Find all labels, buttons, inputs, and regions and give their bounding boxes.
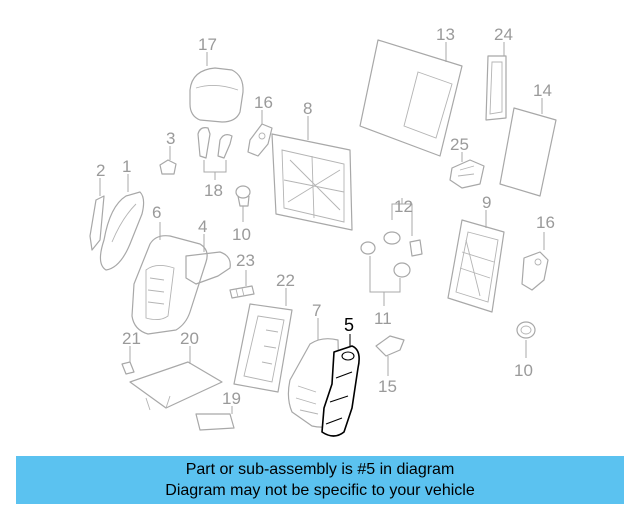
part-10-knob-right <box>516 321 536 358</box>
callout-16-upper: 16 <box>254 93 273 112</box>
part-8-backrest-frame <box>271 116 353 231</box>
part-20-cushion-cover <box>129 346 223 411</box>
part-14-side-panel <box>499 98 557 197</box>
part-4-armrest <box>185 234 231 285</box>
callout-1: 1 <box>122 157 131 176</box>
callout-15: 15 <box>378 377 397 396</box>
part-24-pin <box>229 270 255 299</box>
callout-20: 20 <box>180 329 199 348</box>
callout-8: 8 <box>303 99 312 118</box>
callout-5-highlighted: 5 <box>344 315 354 335</box>
callout-16-lower: 16 <box>536 213 555 232</box>
part-3-clip <box>159 146 177 175</box>
part-16-bracket-upper <box>247 110 273 157</box>
part-23-bezel <box>485 42 507 121</box>
part-25-latch <box>449 152 485 189</box>
callout-23: 24 <box>494 25 513 44</box>
callout-7: 7 <box>312 301 321 320</box>
info-banner: Part or sub-assembly is #5 in diagram Di… <box>16 456 624 504</box>
banner-line-2: Diagram may not be specific to your vehi… <box>165 482 475 499</box>
callout-24: 23 <box>236 251 255 270</box>
callout-14: 14 <box>533 81 552 100</box>
part-13-back-panel <box>359 39 463 157</box>
part-15-clip <box>375 335 405 376</box>
callout-11: 11 <box>374 309 392 328</box>
callout-4: 4 <box>198 217 207 236</box>
part-12-fasteners <box>383 198 423 257</box>
callout-10-right: 10 <box>514 361 533 380</box>
part-9-seat-back-panel <box>447 210 505 313</box>
callout-18: 18 <box>204 181 223 200</box>
callout-2: 2 <box>96 161 105 180</box>
callout-19: 19 <box>222 389 241 408</box>
part-2-trim-strip <box>89 178 105 251</box>
part-17-headrest <box>189 52 244 123</box>
callout-10-left: 10 <box>232 225 251 244</box>
part-16-bracket-lower <box>521 232 549 291</box>
part-1-side-bolster <box>99 174 145 271</box>
callout-13: 13 <box>436 25 455 44</box>
callout-17: 17 <box>198 35 217 54</box>
part-10-knob-left <box>235 185 251 222</box>
parts-diagram: 17 16 8 13 24 14 3 25 2 1 18 12 9 6 4 10… <box>89 25 557 437</box>
part-11-fasteners <box>360 241 411 306</box>
callout-21: 21 <box>122 329 141 348</box>
callout-3: 3 <box>166 129 175 148</box>
callout-22: 22 <box>276 271 295 290</box>
part-6-seat-back-frame <box>131 222 208 335</box>
callout-12: 12 <box>394 197 413 216</box>
part-19-block <box>195 406 235 431</box>
part-22-back-cover <box>233 288 293 393</box>
callout-6: 6 <box>152 203 161 222</box>
callout-25: 25 <box>450 135 469 154</box>
part-5-highlighted-trim <box>321 334 360 437</box>
banner-line-1: Part or sub-assembly is #5 in diagram <box>185 461 455 478</box>
part-21-bolt <box>121 346 135 375</box>
part-18-guides <box>197 127 233 180</box>
callout-9: 9 <box>482 193 491 212</box>
